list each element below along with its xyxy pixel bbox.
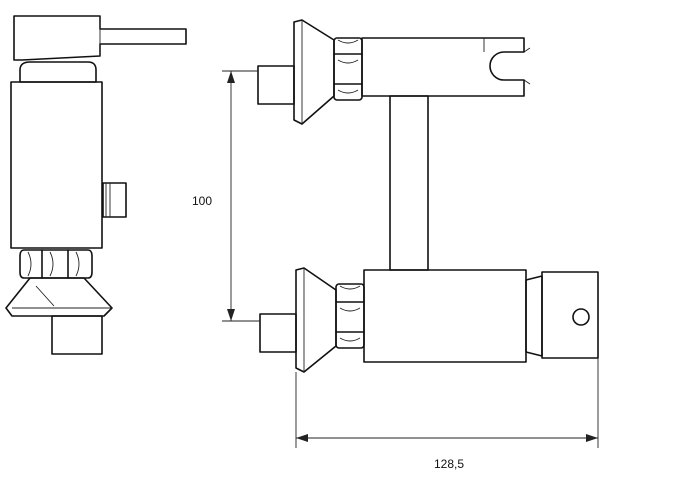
mixer-cap-ring [525,275,543,357]
hdim-arrow-left [296,434,308,442]
upper-nut-curves [337,39,359,94]
lower-nut-curves [339,285,361,342]
lower-inlet-stub [259,313,297,353]
upper-hex-nut [333,37,363,101]
hand-shower-holder [361,37,525,97]
vdim-arrow-bottom [227,309,235,321]
lever-hole [572,308,590,326]
hdim-arrow-right [586,434,598,442]
front-view [257,19,599,373]
holder-hook-details [483,38,531,85]
vertical-dimension: 100 [192,70,260,322]
side-view-cap [19,61,97,83]
upper-escutcheon [293,19,335,125]
upper-inlet-stub [257,65,295,105]
side-view-inlet-pipe [51,315,103,355]
side-view [5,15,187,355]
mixer-body [363,269,527,363]
vertical-dimension-label: 100 [192,194,212,208]
connecting-tube [389,95,429,271]
lower-escutcheon [295,267,337,373]
side-view-hex-nut [19,249,93,279]
horizontal-dimension: 128,5 [295,358,599,471]
side-view-escutcheon [5,277,113,317]
vdim-arrow-top [227,71,235,83]
mixer-lever-end [541,271,599,359]
side-view-nut-curves [27,251,80,277]
side-view-escutcheon-shade [35,285,55,307]
side-view-outlet [102,182,127,218]
horizontal-dimension-label: 128,5 [434,457,464,471]
side-view-body [10,81,103,249]
